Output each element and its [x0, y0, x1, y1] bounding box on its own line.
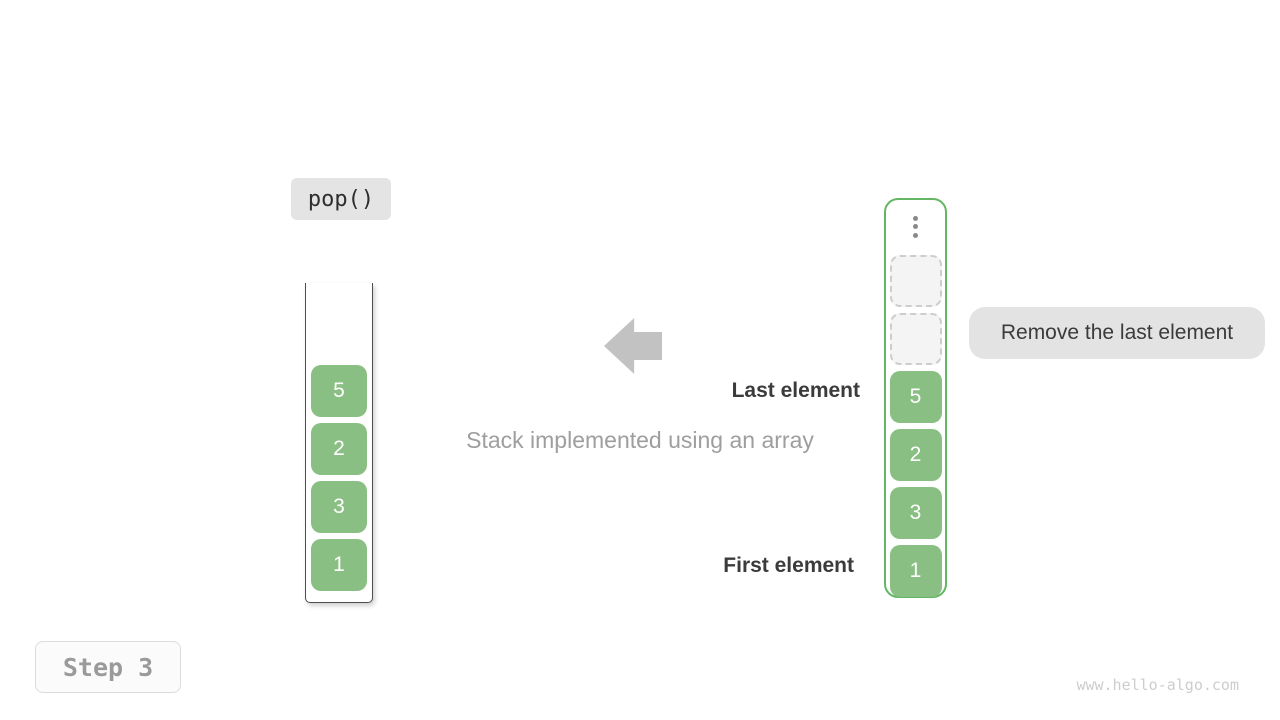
array-element: 1: [889, 545, 942, 597]
stack-container: 5 2 3 1: [305, 283, 373, 603]
array-element: 3: [889, 487, 942, 539]
operation-label: pop(): [291, 178, 391, 220]
empty-slot: [889, 313, 942, 365]
diagram-caption: Stack implemented using an array: [466, 427, 814, 453]
watermark: www.hello-algo.com: [1076, 676, 1239, 694]
stack-element: 2: [311, 423, 367, 475]
array-container: 5 2 3 1: [884, 198, 947, 598]
annotation-label: Remove the last element: [969, 307, 1265, 359]
stack-element: 3: [311, 481, 367, 533]
array-element: 2: [889, 429, 942, 481]
first-element-label: First element: [723, 554, 854, 577]
stack-element: 5: [311, 365, 367, 417]
array-element: 5: [889, 371, 942, 423]
stack-element: 1: [311, 539, 367, 591]
vertical-ellipsis-icon: [913, 212, 918, 241]
arrow-left-icon: [604, 318, 662, 374]
last-element-label: Last element: [731, 379, 860, 402]
step-badge: Step 3: [35, 641, 181, 693]
empty-slot: [889, 255, 942, 307]
